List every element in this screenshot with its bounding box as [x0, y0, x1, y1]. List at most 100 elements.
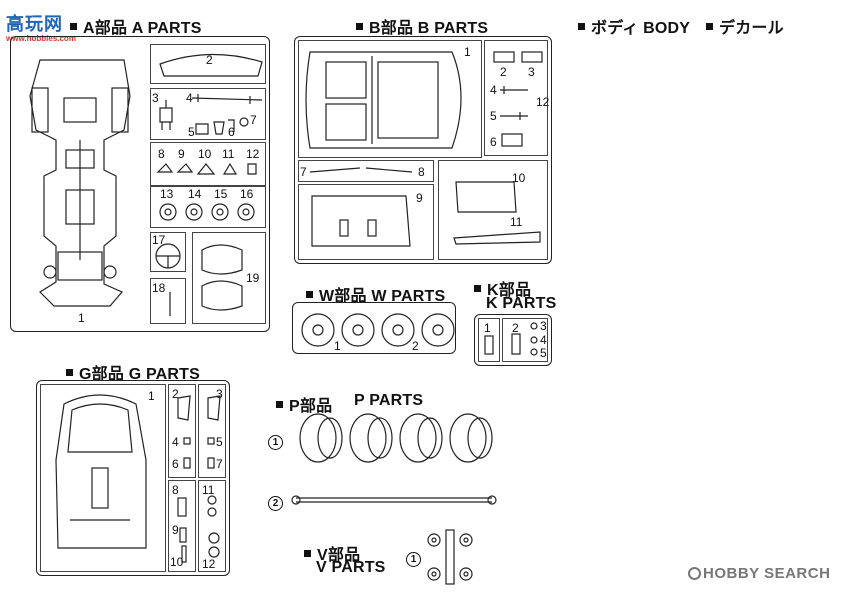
b1-interior-drawing	[305, 51, 462, 149]
b-part-number: 11	[510, 215, 523, 229]
a2-part-drawing	[159, 53, 263, 77]
b-cell-9	[298, 184, 434, 260]
g-part-number: 10	[170, 555, 184, 569]
p2-marker: 2	[268, 493, 283, 511]
k-parts-title-en: K PARTS	[486, 295, 557, 312]
v1-marker: 1	[406, 549, 421, 567]
a-part-number: 11	[222, 147, 235, 161]
g-part-number: 8	[172, 483, 179, 497]
b11-part-drawing	[453, 231, 541, 245]
k-part-number: 1	[484, 321, 491, 335]
body-title: ボディ BODY	[578, 14, 690, 38]
b6-part-drawing	[501, 133, 523, 147]
g-part-number: 7	[216, 457, 223, 471]
a-cell-13-16	[150, 186, 266, 228]
w-part-number: 1	[334, 339, 341, 353]
p-tires-drawing	[299, 413, 493, 463]
hobby-search-logo-icon	[688, 567, 701, 580]
a3-part-drawing	[159, 100, 173, 130]
b-part-number: 3	[528, 65, 535, 79]
a-cell-3-7	[150, 88, 266, 140]
b-part-number: 6	[490, 135, 497, 149]
a-part-number: 18	[152, 281, 166, 295]
b2-part-drawing	[493, 51, 515, 63]
g-part-number: 5	[216, 435, 223, 449]
p-parts-title: P部品	[276, 392, 332, 416]
hobby-search-watermark: HOBBY SEARCH	[688, 565, 830, 582]
a-part-number: 8	[158, 147, 165, 161]
a12-part-drawing	[247, 163, 257, 175]
k-part-number: 3	[540, 319, 547, 333]
g-cell-2-6	[168, 384, 196, 478]
a6-part-drawing	[213, 119, 235, 135]
b-part-number: 10	[512, 171, 526, 185]
g-parts-runner	[36, 380, 230, 576]
w-part-number: 2	[412, 339, 419, 353]
a8-part-drawing	[156, 163, 174, 173]
v-parts-title-en: V PARTS	[316, 559, 386, 576]
k-parts-title: K部品	[474, 276, 531, 300]
b-part-number: 1	[464, 45, 471, 59]
a-part-number: 6	[228, 125, 235, 139]
v-parts-drawing	[427, 529, 473, 585]
a-cell-17	[150, 232, 186, 272]
k-cell-2-5	[502, 318, 548, 362]
g-part-number: 12	[202, 557, 216, 571]
a1-chassis-drawing	[29, 59, 131, 307]
p1-circled-number: 1	[268, 435, 283, 450]
a4-part-drawing	[191, 94, 263, 104]
b9-part-drawing	[311, 195, 411, 247]
b10-part-drawing	[455, 181, 517, 213]
g-parts-title: G部品 G PARTS	[66, 360, 200, 384]
a9-part-drawing	[176, 163, 194, 173]
b7-b8-part-drawing	[309, 167, 413, 173]
a-part-number: 1	[78, 311, 85, 325]
b-cell-1	[298, 40, 482, 158]
k-part-number: 5	[540, 346, 547, 360]
a-part-number: 5	[188, 125, 195, 139]
a-part-number: 3	[152, 91, 159, 105]
a-part-number: 14	[188, 187, 202, 201]
k-parts-runner	[474, 314, 552, 366]
a-part-number: 7	[250, 113, 257, 127]
b-part-number: 2	[500, 65, 507, 79]
b-parts-runner	[294, 36, 552, 264]
b-cell-7-8	[298, 160, 434, 182]
g-part-number: 9	[172, 523, 179, 537]
k2-part-drawing	[511, 333, 521, 355]
g-cell-1	[40, 384, 166, 572]
b-part-number: 5	[490, 109, 497, 123]
a-cell-2	[150, 44, 266, 84]
a-part-number: 2	[206, 53, 213, 67]
k-part-number: 4	[540, 333, 547, 347]
a-part-number: 4	[186, 91, 193, 105]
g-cell-11-12	[198, 480, 226, 572]
b4-part-drawing	[500, 86, 528, 94]
b-part-number: 4	[490, 83, 497, 97]
a-part-number: 16	[240, 187, 254, 201]
b5-part-drawing	[500, 112, 528, 120]
a-part-number: 9	[178, 147, 185, 161]
b-part-number: 8	[418, 165, 425, 179]
b-parts-title: B部品 B PARTS	[356, 14, 488, 38]
g-part-number: 2	[172, 387, 179, 401]
p-parts-title-en: P PARTS	[354, 392, 424, 409]
g-cell-3-7	[198, 384, 226, 478]
a10-part-drawing	[196, 163, 216, 175]
a-part-number: 19	[246, 271, 260, 285]
b-part-number: 12	[536, 95, 550, 109]
p1-marker: 1	[268, 432, 283, 450]
g-cell-8-10	[168, 480, 196, 572]
decal-title: デカール	[706, 14, 784, 38]
g-part-number: 3	[216, 387, 223, 401]
site-logo: 高玩网 www.hobbies.com	[6, 10, 76, 43]
a-parts-runner	[10, 36, 270, 332]
g-part-number: 1	[148, 389, 155, 403]
v-parts-title: V部品	[304, 541, 360, 565]
site-logo-text: 高玩网	[6, 14, 63, 35]
b-part-number: 7	[300, 165, 307, 179]
a5-part-drawing	[195, 123, 209, 135]
a-cell-18	[150, 278, 186, 324]
a19-seat-drawing	[201, 244, 243, 275]
b-part-number: 9	[416, 191, 423, 205]
